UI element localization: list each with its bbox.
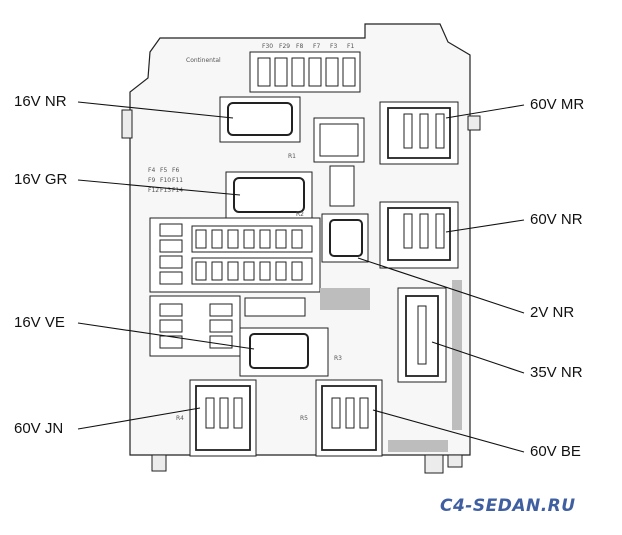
fuse-label-f7: F7 [313, 43, 320, 50]
fuse-label-f12: F12 [148, 187, 159, 194]
callout-60v-mr: 60V MR [530, 96, 585, 113]
leader-lines [77, 101, 525, 453]
fuse-label-f29: F29 [279, 43, 290, 50]
relay-label-r5: R5 [300, 415, 308, 422]
relay-label-r2: R2 [296, 211, 304, 218]
fuse-label-f13: F13 [160, 187, 171, 194]
fuse-label-f6: F6 [172, 167, 179, 174]
callout-16v-ve: 16V VE [14, 314, 65, 331]
callout-16v-nr: 16V NR [14, 93, 67, 110]
fuse-label-f9: F9 [148, 177, 155, 184]
top-fuse-row [249, 51, 361, 93]
fuse-label-f8: F8 [296, 43, 303, 50]
fuse-label-f10: F10 [160, 177, 171, 184]
relay-group-middle [313, 117, 365, 207]
brand-logo-text: Continental [186, 57, 221, 64]
relay-label-r3: R3 [334, 355, 342, 362]
relay-16v-gr [225, 171, 313, 219]
relay-label-r1: R1 [288, 153, 296, 160]
callout-60v-jn: 60V JN [14, 420, 64, 437]
relay-2v-nr [321, 213, 369, 263]
watermark-text: C4-SEDAN.RU [440, 496, 576, 516]
relay-16v-nr [219, 96, 301, 143]
relay-label-r4: R4 [176, 415, 184, 422]
shaded-areas [320, 280, 462, 452]
callout-60v-be: 60V BE [530, 443, 581, 460]
callout-35v-nr: 35V NR [530, 364, 583, 381]
lower-fuse-block [149, 295, 306, 357]
callout-16v-gr: 16V GR [14, 171, 68, 188]
callout-60v-nr: 60V NR [530, 211, 583, 228]
fuse-label-f1: F1 [347, 43, 354, 50]
callout-2v-nr: 2V NR [530, 304, 575, 321]
fuse-label-f14: F14 [172, 187, 183, 194]
connector-35v-nr [397, 287, 447, 383]
connector-60v-nr [379, 201, 459, 269]
fuse-label-f3: F3 [330, 43, 337, 50]
fuse-slots [159, 223, 303, 285]
housing-printed-marks: Continental F30 F29 F8 F7 F3 F1 F4 F5 F6… [148, 43, 354, 422]
connector-60v-mr [379, 101, 459, 165]
connector-60v-be [315, 379, 383, 457]
connector-60v-jn [189, 379, 257, 457]
fuse-label-f11: F11 [172, 177, 183, 184]
fuse-label-f5: F5 [160, 167, 167, 174]
fuse-label-f30: F30 [262, 43, 273, 50]
fuse-label-f4: F4 [148, 167, 155, 174]
mounting-tabs [121, 109, 481, 474]
relay-16v-ve [239, 327, 329, 377]
